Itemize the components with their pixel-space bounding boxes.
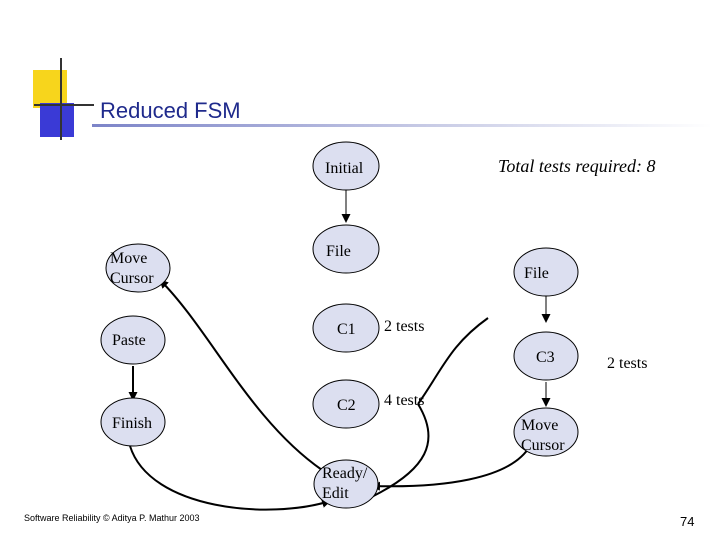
- label-c1: C1: [337, 321, 356, 338]
- node-paste: [100, 315, 166, 365]
- label-paste: Paste: [112, 332, 146, 349]
- node-move-cursor-left: [105, 243, 171, 293]
- svg-text:Paste: Paste: [112, 332, 146, 349]
- fsm-edges: [128, 190, 551, 511]
- label-move-cursor-right-line2: Cursor: [521, 437, 565, 454]
- label-ready-edit-line2: Edit: [322, 485, 349, 502]
- svg-text:C1: C1: [337, 321, 356, 338]
- svg-text:File: File: [524, 265, 549, 282]
- svg-text:Finish: Finish: [112, 415, 152, 432]
- label-initial: Initial: [325, 160, 364, 177]
- label-move-cursor-left-line1: Move: [110, 250, 147, 267]
- node-file-a: [312, 224, 380, 274]
- label-finish: Finish: [112, 415, 152, 432]
- node-finish: [100, 397, 166, 447]
- total-tests-required: Total tests required: 8: [498, 156, 656, 176]
- label-move-cursor-right-line1: Move: [521, 417, 558, 434]
- note-c1-tests: 2 tests: [384, 318, 424, 335]
- svg-text:Move Cursor: Move Cursor: [521, 417, 565, 454]
- footer-credit: Software Reliability © Aditya P. Mathur …: [24, 513, 200, 523]
- label-c2: C2: [337, 397, 356, 414]
- note-c3-tests: 2 tests: [607, 355, 647, 372]
- label-ready-edit-line1: Ready/: [322, 465, 368, 482]
- edge-move-cursor-to-ready-edit: [371, 445, 531, 491]
- test-notes: 2 tests 4 tests 2 tests: [384, 318, 647, 409]
- slide-title: Reduced FSM: [100, 98, 241, 123]
- node-labels: Initial File File Move Cursor Paste Fini…: [110, 160, 565, 502]
- fsm-nodes: [100, 141, 579, 509]
- title-underline: [92, 124, 712, 127]
- node-c3: [513, 331, 579, 381]
- node-c1: [312, 303, 380, 353]
- node-c2: [312, 379, 380, 429]
- label-file-a: File: [326, 243, 351, 260]
- svg-text:4 tests: 4 tests: [384, 392, 424, 409]
- node-ready-edit: [313, 459, 379, 509]
- svg-text:Move Cursor: Move Cursor: [110, 250, 154, 287]
- edge-ready-edit-loop: [364, 403, 430, 501]
- svg-text:C3: C3: [536, 349, 555, 366]
- svg-text:2 tests: 2 tests: [607, 355, 647, 372]
- svg-text:C2: C2: [337, 397, 356, 414]
- svg-text:File: File: [326, 243, 351, 260]
- node-initial: [312, 141, 380, 191]
- label-move-cursor-left-line2: Cursor: [110, 270, 154, 287]
- decor-horizontal-line: [34, 104, 94, 106]
- label-c3: C3: [536, 349, 555, 366]
- node-file-b: [513, 247, 579, 297]
- svg-text:Initial: Initial: [325, 160, 364, 177]
- edge-finish-to-ready-edit: [129, 445, 331, 511]
- label-file-b: File: [524, 265, 549, 282]
- decor-blue-square: [40, 103, 74, 137]
- node-move-cursor-right: [513, 407, 579, 457]
- edge-c2-loop: [417, 317, 489, 405]
- page-number: 74: [680, 514, 695, 529]
- note-c2-tests: 4 tests: [384, 392, 424, 409]
- edge-ready-edit-to-move-cursor: [159, 279, 323, 471]
- svg-text:2 tests: 2 tests: [384, 318, 424, 335]
- svg-text:Ready/ Edit: Ready/ Edit: [322, 465, 371, 502]
- decor-vertical-line: [60, 58, 62, 140]
